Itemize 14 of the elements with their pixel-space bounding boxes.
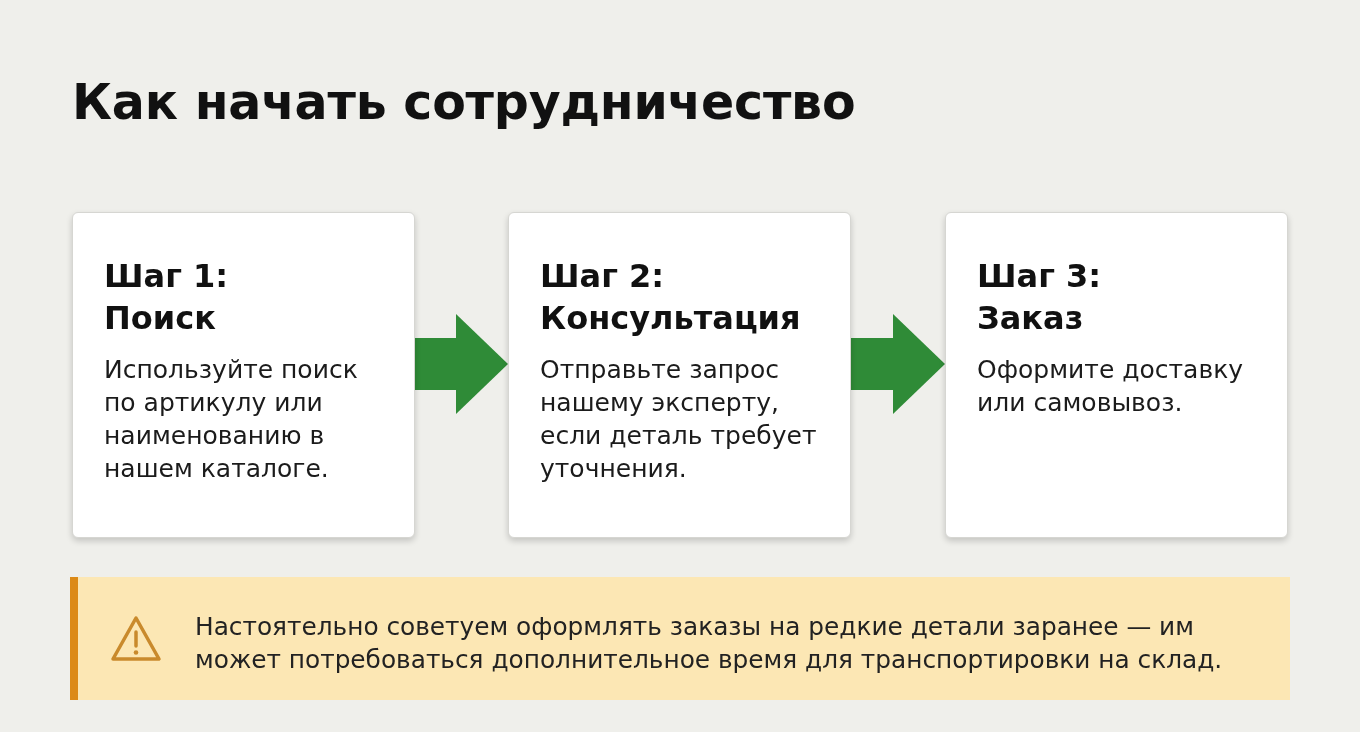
step-heading: Шаг 2: Консультация — [540, 256, 802, 339]
step-card — [72, 212, 415, 538]
step-description: Отправьте запрос нашему эксперту, если деталь требует уточнения. — [540, 354, 818, 485]
step-heading: Шаг 3: Заказ — [977, 256, 1103, 339]
warning-text: Настоятельно советуем оформлять заказы на редкие детали заранее — им может потребоваться дополнительное время для транспортировки на склад. — [195, 611, 1224, 676]
step-card — [945, 212, 1288, 538]
step-description: Используйте поиск по артикулу или наименованию в нашем каталоге. — [104, 354, 359, 485]
arrow — [415, 314, 508, 414]
step-description: Оформите доставку или самовывоз. — [977, 354, 1245, 419]
title: Как начать сотрудничество — [72, 79, 856, 127]
warning-banner — [70, 577, 1290, 700]
step-heading: Шаг 1: Поиск — [104, 256, 230, 339]
arrow — [851, 314, 945, 414]
step-card — [508, 212, 851, 538]
